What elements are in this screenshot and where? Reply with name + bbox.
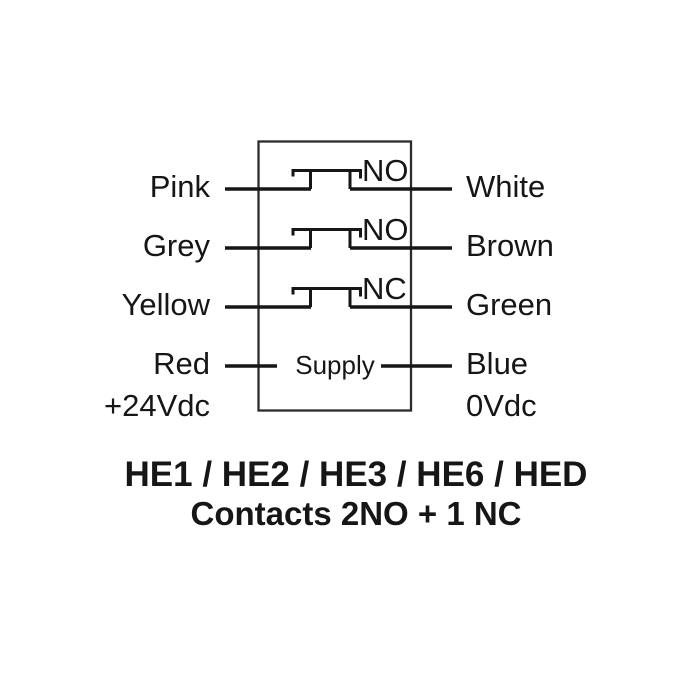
terminal-box — [257, 140, 413, 412]
pink-label: Pink — [150, 169, 211, 204]
blue-label: Blue — [466, 346, 528, 381]
zero-vdc-label: 0Vdc — [466, 388, 537, 423]
grey-label: Grey — [143, 228, 211, 263]
nc-contact-symbol — [291, 287, 362, 307]
caption-models: HE1 / HE2 / HE3 / HE6 / HED — [125, 455, 588, 494]
yellow-label: Yellow — [122, 287, 211, 322]
red-label: Red — [153, 346, 210, 381]
plus-24vdc-label: +24Vdc — [104, 388, 210, 423]
white-label: White — [466, 169, 545, 204]
caption-contacts-summary: Contacts 2NO + 1 NC — [191, 495, 522, 532]
no1-contact-symbol — [291, 169, 362, 189]
green-label: Green — [466, 287, 552, 322]
no2-label: NO — [362, 212, 409, 247]
no1-label: NO — [362, 153, 409, 188]
brown-label: Brown — [466, 228, 554, 263]
supply-label: Supply — [295, 350, 375, 380]
nc-label: NC — [362, 271, 407, 306]
no2-contact-symbol — [291, 228, 362, 248]
